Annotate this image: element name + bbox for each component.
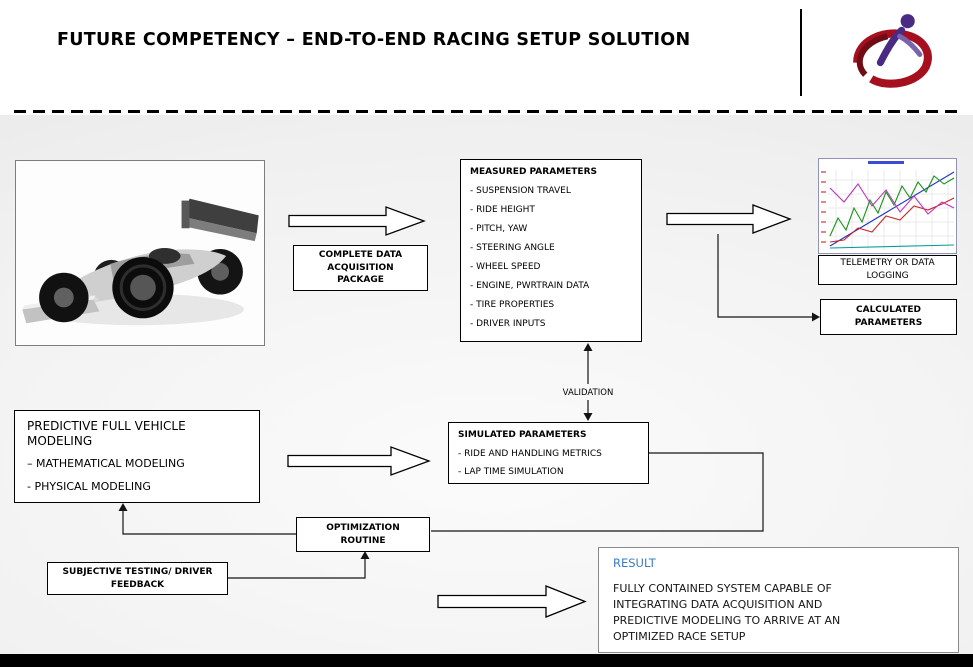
race-car-image bbox=[15, 160, 265, 346]
simulated-parameters-box: SIMULATED PARAMETERS - RIDE AND HANDLING… bbox=[448, 422, 649, 484]
complete-data-package-label: COMPLETE DATA ACQUISITION PACKAGE bbox=[318, 250, 403, 286]
measured-item: - DRIVER INPUTS bbox=[470, 319, 546, 329]
calculated-parameters-label: CALCULATED PARAMETERS bbox=[854, 305, 923, 328]
predictive-item: – MATHEMATICAL MODELING bbox=[27, 457, 185, 470]
measured-parameters-title: MEASURED PARAMETERS bbox=[470, 167, 597, 177]
result-box: RESULT FULLY CONTAINED SYSTEM CAPABLE OF… bbox=[598, 547, 959, 653]
measured-item: - TIRE PROPERTIES bbox=[470, 300, 555, 310]
subjective-testing-box: SUBJECTIVE TESTING/ DRIVER FEEDBACK bbox=[47, 562, 228, 595]
simulated-item: - RIDE AND HANDLING METRICS bbox=[458, 449, 602, 459]
telemetry-label: TELEMETRY OR DATA LOGGING bbox=[840, 258, 935, 281]
complete-data-package-box: COMPLETE DATA ACQUISITION PACKAGE bbox=[293, 245, 428, 291]
page-title: FUTURE COMPETENCY – END-TO-END RACING SE… bbox=[57, 30, 691, 50]
predictive-modeling-title: PREDICTIVE FULL VEHICLE MODELING bbox=[27, 419, 186, 448]
telemetry-chart-image bbox=[818, 158, 957, 254]
measured-item: - SUSPENSION TRAVEL bbox=[470, 186, 571, 196]
telemetry-label-box: TELEMETRY OR DATA LOGGING bbox=[818, 255, 957, 285]
bottom-bar bbox=[0, 654, 973, 667]
formula-car-icon bbox=[16, 161, 264, 345]
flow-arrow-measured-to-telemetry bbox=[666, 204, 792, 234]
dashed-separator bbox=[14, 110, 959, 113]
validation-label: VALIDATION bbox=[562, 388, 614, 398]
measured-item: - RIDE HEIGHT bbox=[470, 205, 535, 215]
header-divider bbox=[800, 9, 802, 96]
result-body: FULLY CONTAINED SYSTEM CAPABLE OF INTEGR… bbox=[613, 582, 841, 644]
simulated-item: - LAP TIME SIMULATION bbox=[458, 467, 564, 477]
predictive-item: - PHYSICAL MODELING bbox=[27, 480, 151, 493]
simulated-parameters-title: SIMULATED PARAMETERS bbox=[458, 430, 587, 440]
flow-arrow-to-result bbox=[437, 585, 587, 618]
result-title: RESULT bbox=[613, 556, 656, 570]
optimization-routine-label: OPTIMIZATION ROUTINE bbox=[326, 522, 400, 546]
telemetry-plot-icon bbox=[818, 158, 957, 254]
optimization-routine-box: OPTIMIZATION ROUTINE bbox=[296, 517, 430, 552]
flow-arrow-predictive-to-simulated bbox=[287, 446, 431, 476]
measured-item: - PITCH, YAW bbox=[470, 224, 528, 234]
company-logo-icon bbox=[853, 14, 932, 88]
measured-item: - WHEEL SPEED bbox=[470, 262, 541, 272]
subjective-testing-label: SUBJECTIVE TESTING/ DRIVER FEEDBACK bbox=[62, 566, 213, 590]
measured-parameters-box: MEASURED PARAMETERS - SUSPENSION TRAVEL … bbox=[460, 159, 642, 342]
measured-item: - STEERING ANGLE bbox=[470, 243, 555, 253]
predictive-modeling-box: PREDICTIVE FULL VEHICLE MODELING – MATHE… bbox=[14, 410, 260, 503]
measured-item: - ENGINE, PWRTRAIN DATA bbox=[470, 281, 590, 291]
calculated-parameters-box: CALCULATED PARAMETERS bbox=[820, 299, 957, 335]
flow-arrow-car-to-measured bbox=[288, 206, 426, 236]
